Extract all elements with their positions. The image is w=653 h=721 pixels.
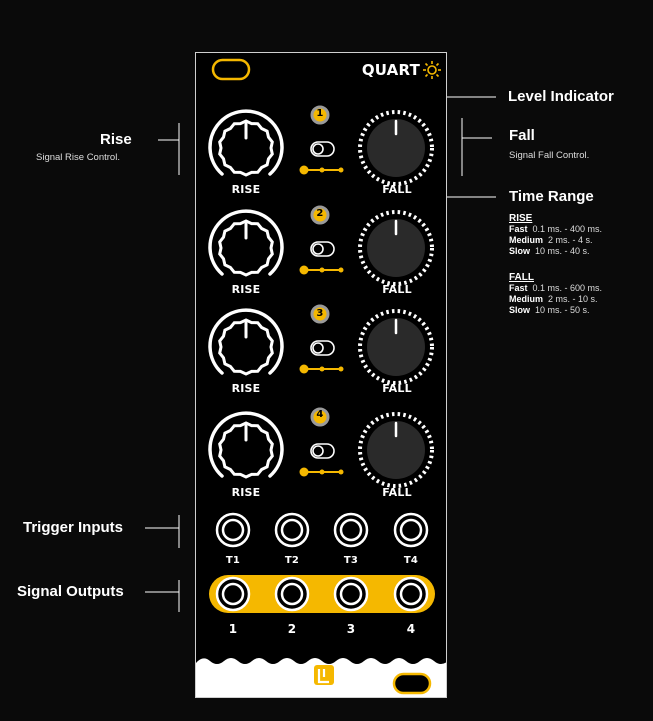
trigger-input-jack[interactable] <box>333 512 369 548</box>
rise-callout-subtitle: Signal Rise Control. <box>36 152 120 163</box>
fall-knob-label: FALL <box>382 382 412 395</box>
rise-knob[interactable] <box>208 109 284 177</box>
time-range-row: Medium 2 ms. - 10 s. <box>509 294 598 304</box>
time-range-row: Fast 0.1 ms. - 400 ms. <box>509 224 603 234</box>
top-mounting-slot <box>211 58 251 81</box>
rise-knob[interactable] <box>208 308 284 376</box>
signal-output-label: 1 <box>228 622 238 636</box>
trigger-inputs-callout-title: Trigger Inputs <box>23 519 124 536</box>
level-indicator-led <box>310 304 330 324</box>
panel-graphics <box>196 58 446 697</box>
fall-knob[interactable] <box>358 412 434 488</box>
time-range-rise-block: RISE Fast 0.1 ms. - 400 ms. Medium 2 ms.… <box>509 213 602 257</box>
trigger-inputs-bracket <box>145 515 180 548</box>
fall-callout-subtitle: Signal Fall Control. <box>509 150 590 161</box>
trigger-input-label: T1 <box>225 555 241 566</box>
time-range-position-dots <box>299 364 344 374</box>
time-range-row: Fast 0.1 ms. - 600 ms. <box>509 283 603 293</box>
trigger-input-jack[interactable] <box>274 512 310 548</box>
trigger-input-label: T3 <box>343 555 359 566</box>
signal-output-jack[interactable] <box>215 576 251 612</box>
level-indicator-led <box>310 105 330 125</box>
rise-knob-label: RISE <box>231 183 261 196</box>
time-range-switch[interactable] <box>310 340 335 356</box>
time-range-position-dots <box>299 165 344 175</box>
level-indicator-number: 2 <box>316 208 324 219</box>
level-indicator-callout-title: Level Indicator <box>508 88 614 105</box>
time-range-switch[interactable] <box>310 241 335 257</box>
fall-bracket <box>461 118 492 176</box>
signal-output-jack[interactable] <box>333 576 369 612</box>
sun-logo-icon <box>423 61 441 79</box>
level-indicator-number: 3 <box>316 308 324 319</box>
rise-bracket <box>158 123 180 175</box>
signal-output-jack[interactable] <box>274 576 310 612</box>
module-name: QUART <box>361 61 420 79</box>
time-range-row: Slow 10 ms. - 50 s. <box>509 305 590 315</box>
time-range-switch[interactable] <box>310 141 335 157</box>
fall-knob[interactable] <box>358 210 434 286</box>
signal-output-label: 3 <box>346 622 356 636</box>
module-panel: QUART RISE FALL RISE FALL RISE FALL RISE… <box>195 52 447 698</box>
fall-knob[interactable] <box>358 309 434 385</box>
level-indicator-number: 4 <box>316 409 324 420</box>
signal-outputs-bracket <box>145 580 180 612</box>
fall-knob-label: FALL <box>382 486 412 499</box>
time-range-fall-block: FALL Fast 0.1 ms. - 600 ms. Medium 2 ms.… <box>509 272 602 316</box>
signal-output-label: 2 <box>287 622 297 636</box>
time-range-position-dots <box>299 467 344 477</box>
brand-logo-icon <box>314 665 334 685</box>
trigger-input-jack[interactable] <box>215 512 251 548</box>
level-indicator-led <box>310 407 330 427</box>
rise-knob[interactable] <box>208 411 284 479</box>
time-range-fall-heading: FALL <box>509 272 534 283</box>
fall-knob-label: FALL <box>382 183 412 196</box>
time-range-switch[interactable] <box>310 443 335 459</box>
time-range-row: Medium 2 ms. - 4 s. <box>509 235 593 245</box>
trigger-input-label: T2 <box>284 555 300 566</box>
time-range-callout-title: Time Range <box>509 188 594 205</box>
time-range-position-dots <box>299 265 344 275</box>
fall-callout-title: Fall <box>509 127 535 144</box>
signal-output-label: 4 <box>406 622 416 636</box>
level-indicator-number: 1 <box>316 108 324 119</box>
rise-knob-label: RISE <box>231 382 261 395</box>
level-indicator-led <box>310 205 330 225</box>
trigger-input-jack[interactable] <box>393 512 429 548</box>
fall-knob[interactable] <box>358 110 434 186</box>
trigger-input-label: T4 <box>403 555 419 566</box>
bottom-mounting-slot <box>392 672 432 695</box>
signal-output-jack[interactable] <box>393 576 429 612</box>
rise-callout-title: Rise <box>100 131 132 148</box>
rise-knob-label: RISE <box>231 486 261 499</box>
rise-knob[interactable] <box>208 209 284 277</box>
rise-knob-label: RISE <box>231 283 261 296</box>
time-range-rise-heading: RISE <box>509 213 533 224</box>
signal-outputs-callout-title: Signal Outputs <box>17 583 124 600</box>
time-range-row: Slow 10 ms. - 40 s. <box>509 246 590 256</box>
signal-outputs-band <box>209 575 435 613</box>
fall-knob-label: FALL <box>382 283 412 296</box>
